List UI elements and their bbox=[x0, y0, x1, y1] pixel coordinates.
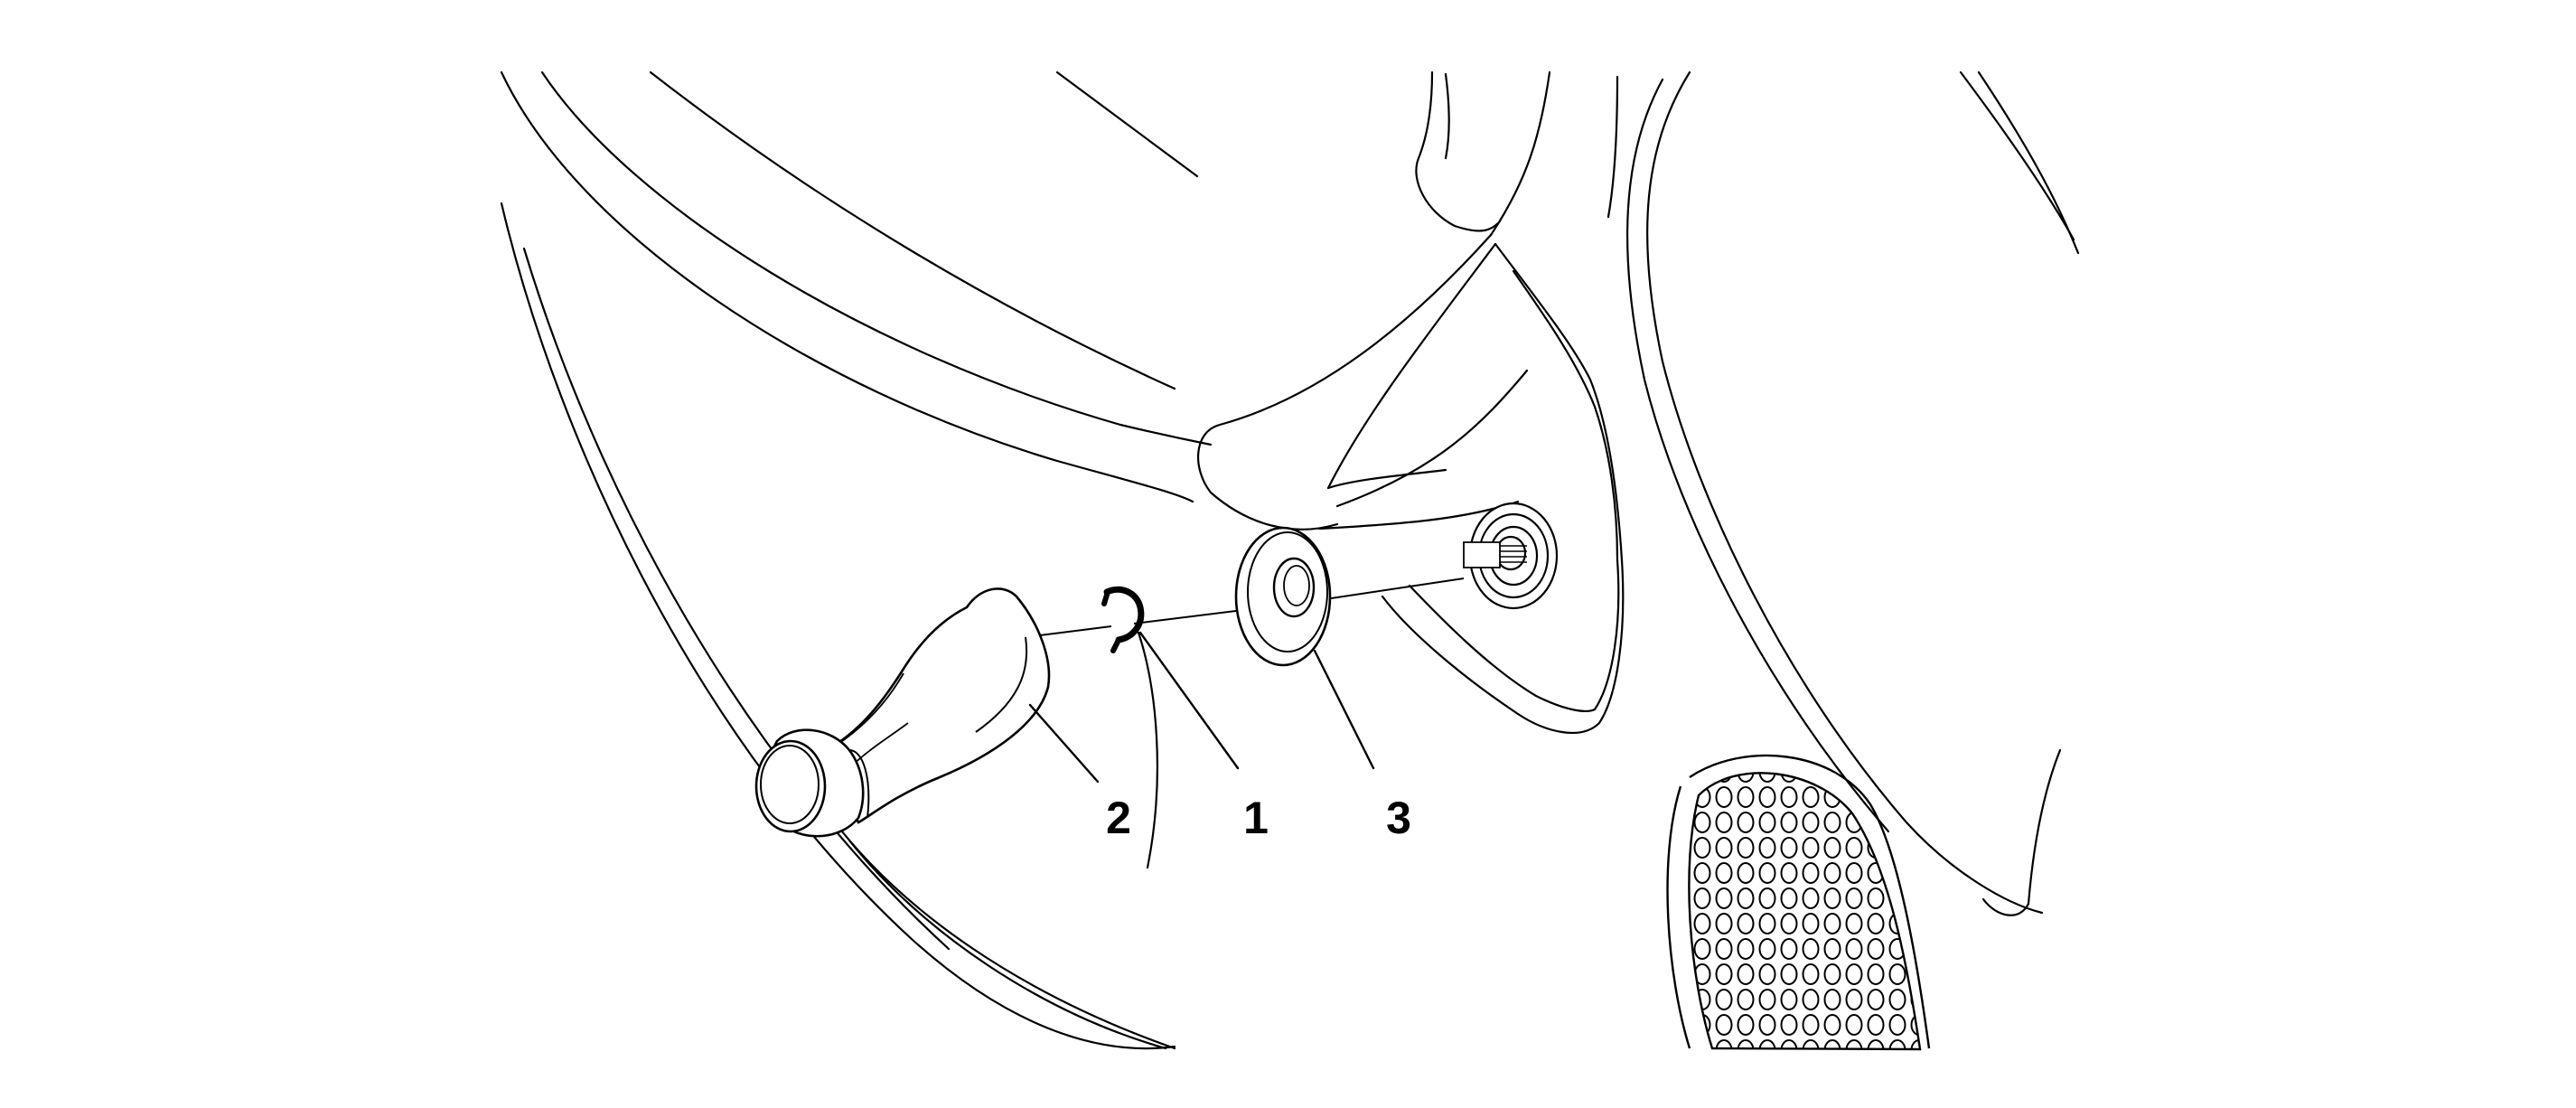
washer-part bbox=[1234, 526, 1332, 667]
switch-shaft bbox=[1463, 502, 1559, 610]
leader-line-clip bbox=[1138, 631, 1240, 770]
speaker-grille bbox=[1666, 754, 1931, 1051]
background-trim-lines bbox=[500, 70, 2080, 1050]
leader-lines bbox=[1028, 631, 1375, 784]
leader-line-handle bbox=[1028, 703, 1100, 784]
retaining-clip-part bbox=[1101, 586, 1145, 653]
callout-label-washer: 3 bbox=[1386, 793, 1411, 843]
callout-labels: 1 2 3 bbox=[1106, 793, 1411, 843]
leader-line-washer bbox=[1313, 649, 1375, 770]
callout-label-clip: 1 bbox=[1243, 793, 1269, 843]
callout-label-handle: 2 bbox=[1106, 793, 1131, 843]
handle-part bbox=[754, 587, 1051, 838]
